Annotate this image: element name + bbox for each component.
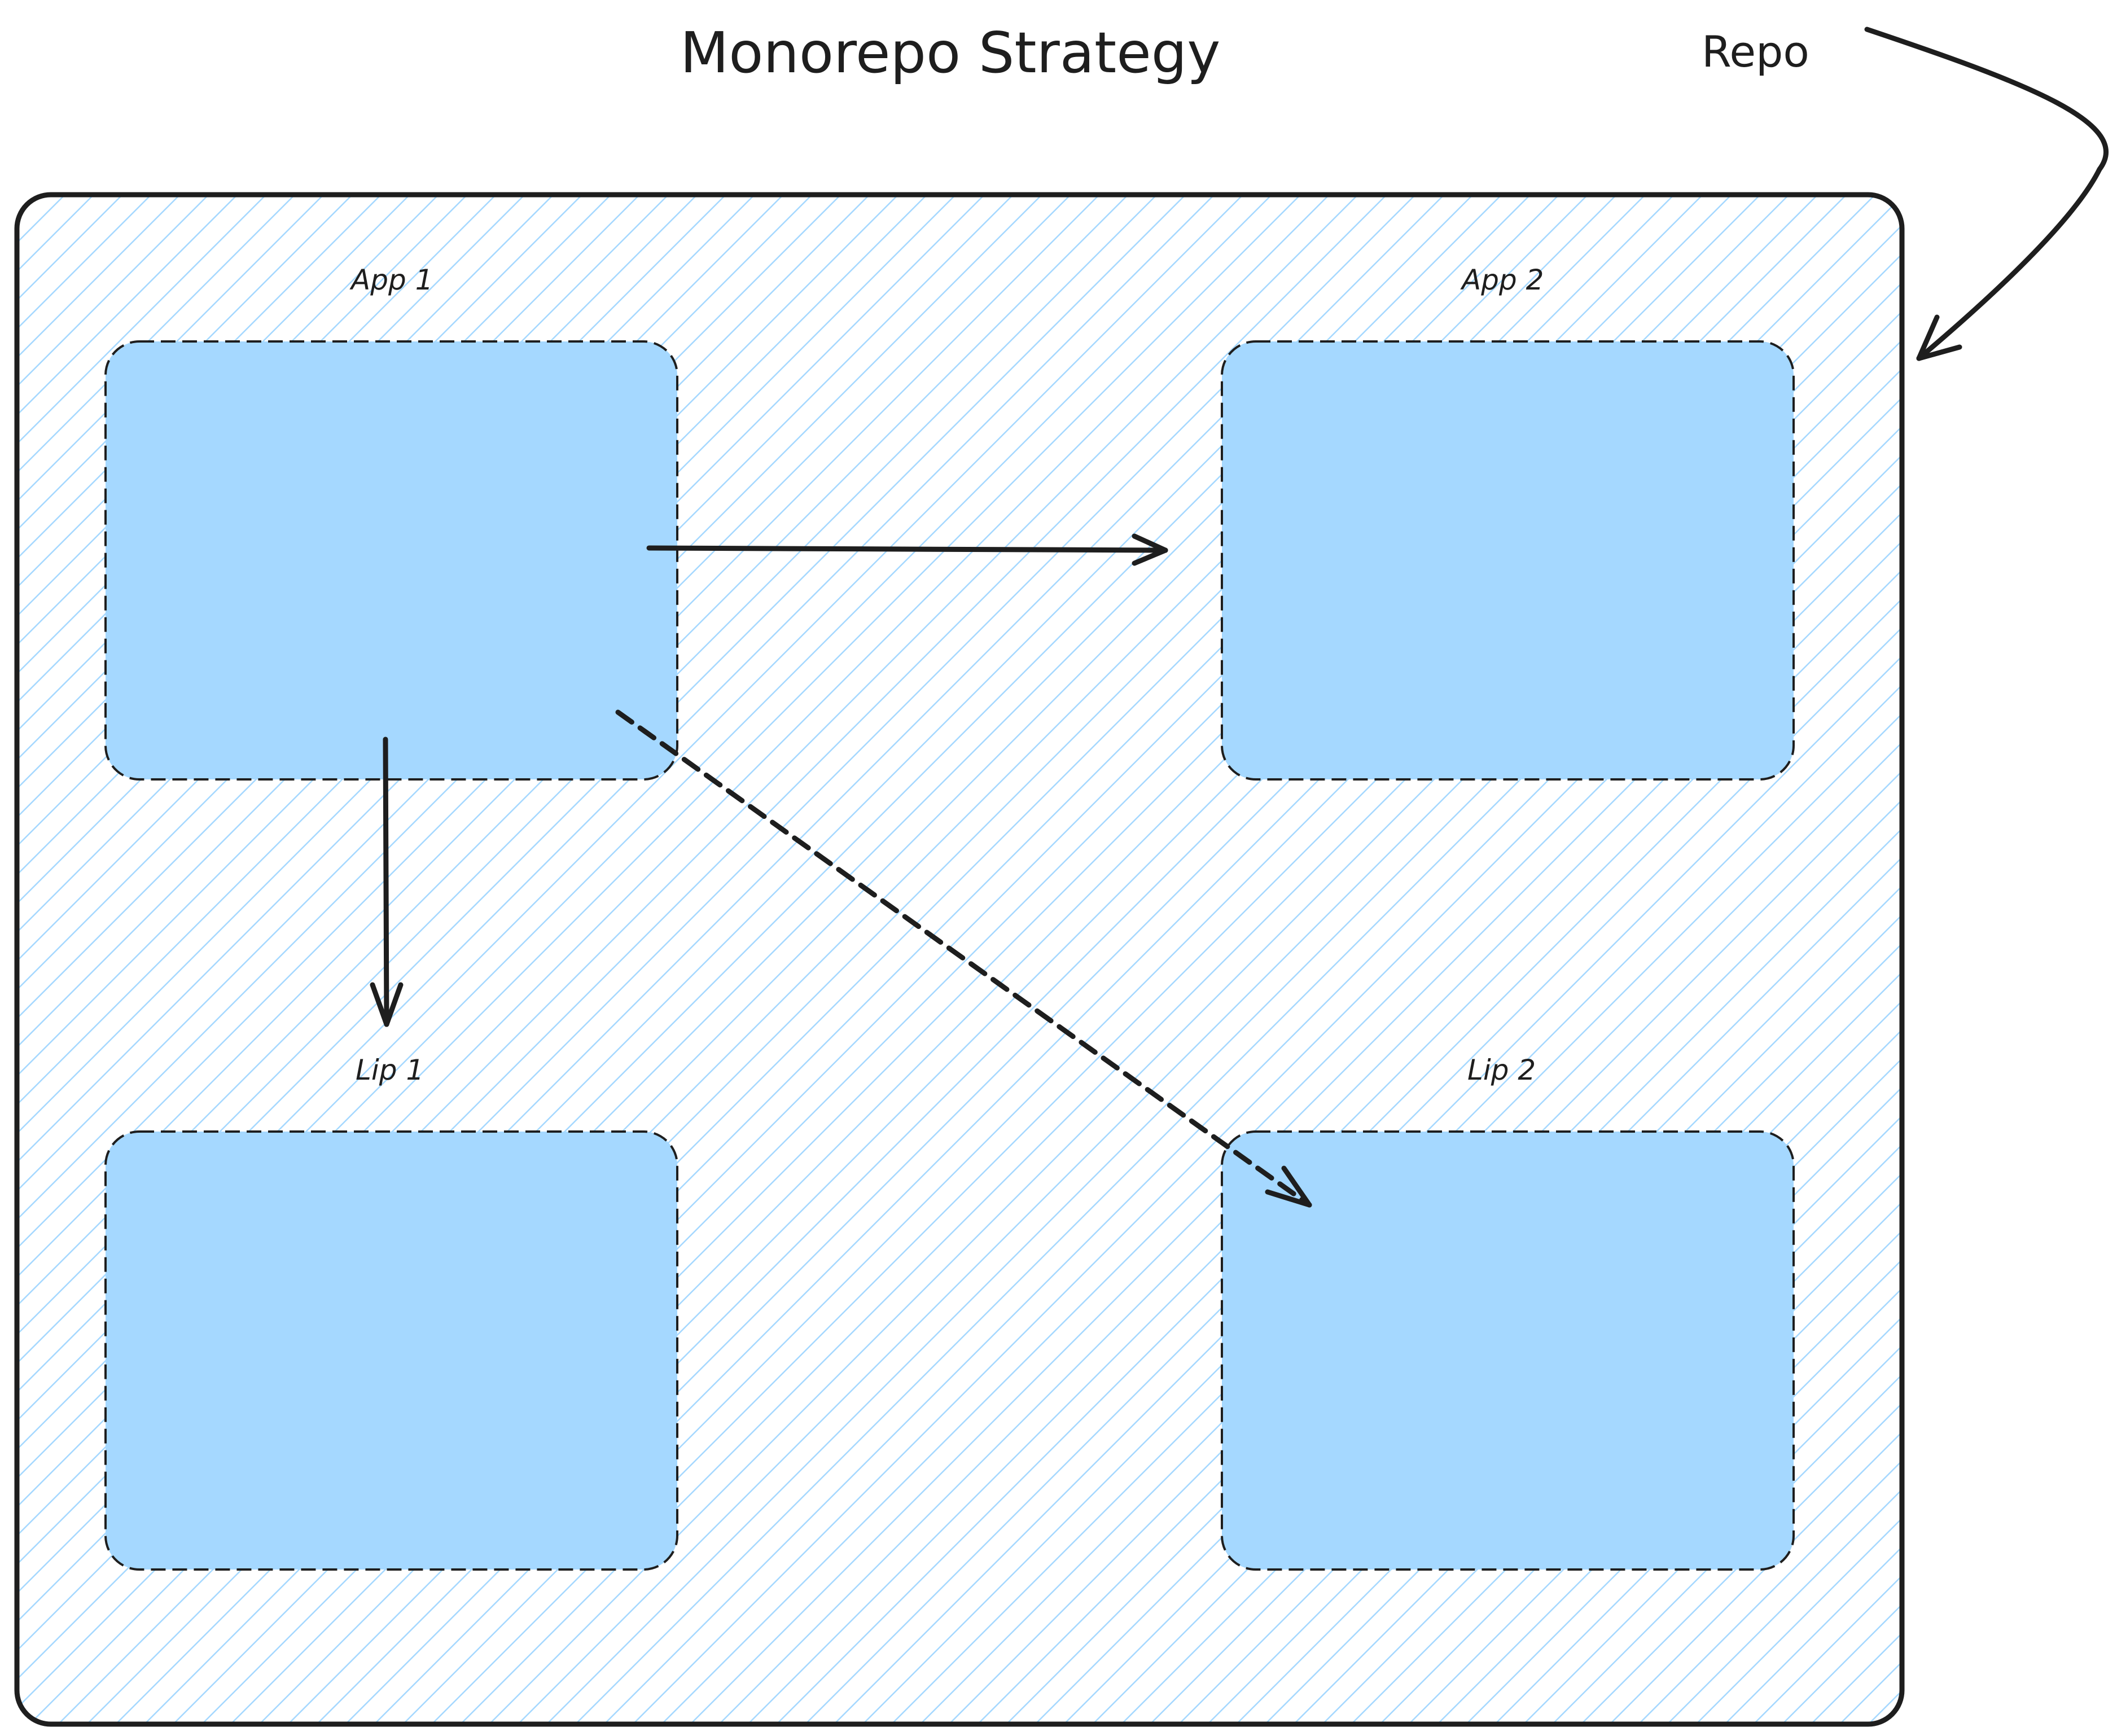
lib1-label: Lip 1 — [356, 1054, 424, 1086]
page-title: Monorepo Strategy — [680, 20, 1220, 86]
app2-box[interactable] — [1221, 340, 1795, 781]
arrow-app1-to-app2 — [646, 533, 1168, 566]
arrow-app1-to-lib1 — [370, 737, 404, 1027]
lib2-box[interactable] — [1221, 1130, 1795, 1571]
repo-label: Repo — [1702, 27, 1809, 77]
app1-label: App 1 — [349, 264, 433, 296]
lib1-box[interactable] — [104, 1130, 678, 1571]
lib2-label: Lip 2 — [1467, 1054, 1536, 1086]
app1-box[interactable] — [104, 340, 678, 781]
repo-pointer-arrow — [1864, 27, 2109, 361]
arrow-app1-to-lib2 — [615, 709, 1312, 1208]
app2-label: App 2 — [1460, 264, 1544, 296]
